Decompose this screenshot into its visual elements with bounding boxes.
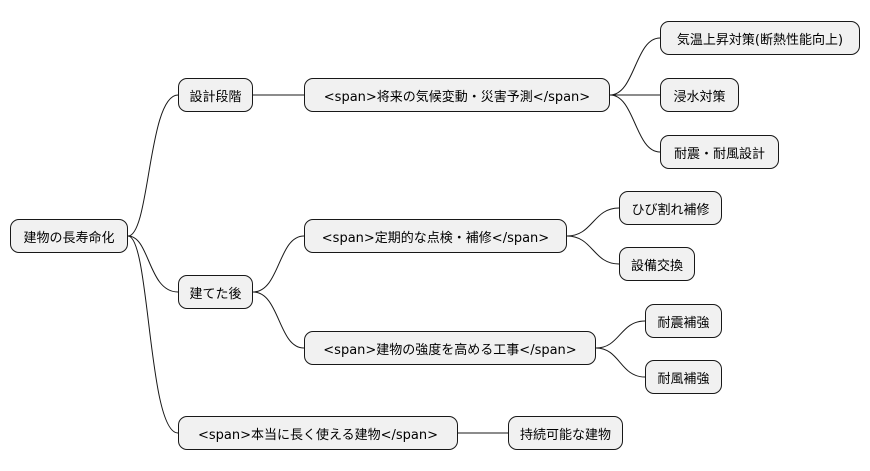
edge-strengthen-wind xyxy=(595,347,646,378)
node-equipment-replacement: 設備交換 xyxy=(619,247,695,281)
root-node: 建物の長寿命化 xyxy=(10,219,128,253)
edge-inspection-crack xyxy=(566,207,620,237)
node-strengthening-work: <span>建物の強度を高める工事</span> xyxy=(304,331,596,365)
node-periodic-inspection: <span>定期的な点検・補修</span> xyxy=(304,219,567,253)
node-long-lasting-building: <span>本当に長く使える建物</span> xyxy=(178,416,458,450)
edge-forecast-quake xyxy=(609,94,661,153)
edge-forecast-heat xyxy=(609,37,661,96)
node-flood-countermeasure: 浸水対策 xyxy=(660,78,739,112)
edge-strengthen-seismic xyxy=(595,320,646,349)
node-wind-reinforcement: 耐風補強 xyxy=(645,360,722,394)
edge-inspection-equipment xyxy=(566,235,620,265)
node-sustainable-building: 持続可能な建物 xyxy=(508,416,623,450)
node-seismic-wind-design: 耐震・耐風設計 xyxy=(660,135,779,169)
node-after-construction: 建てた後 xyxy=(178,275,253,309)
edge-after-inspection xyxy=(252,235,305,293)
edge-after-strengthen xyxy=(252,291,305,349)
node-seismic-reinforcement: 耐震補強 xyxy=(645,304,722,338)
node-heat-countermeasure: 気温上昇対策(断熱性能向上) xyxy=(660,21,860,55)
node-design-phase: 設計段階 xyxy=(178,78,253,112)
node-crack-repair: ひび割れ補修 xyxy=(619,191,722,225)
edge-root-goal xyxy=(127,235,179,434)
edge-root-after xyxy=(127,235,179,293)
node-climate-disaster-forecast: <span>将来の気候変動・災害予測</span> xyxy=(304,78,610,112)
edge-root-design xyxy=(127,94,179,237)
